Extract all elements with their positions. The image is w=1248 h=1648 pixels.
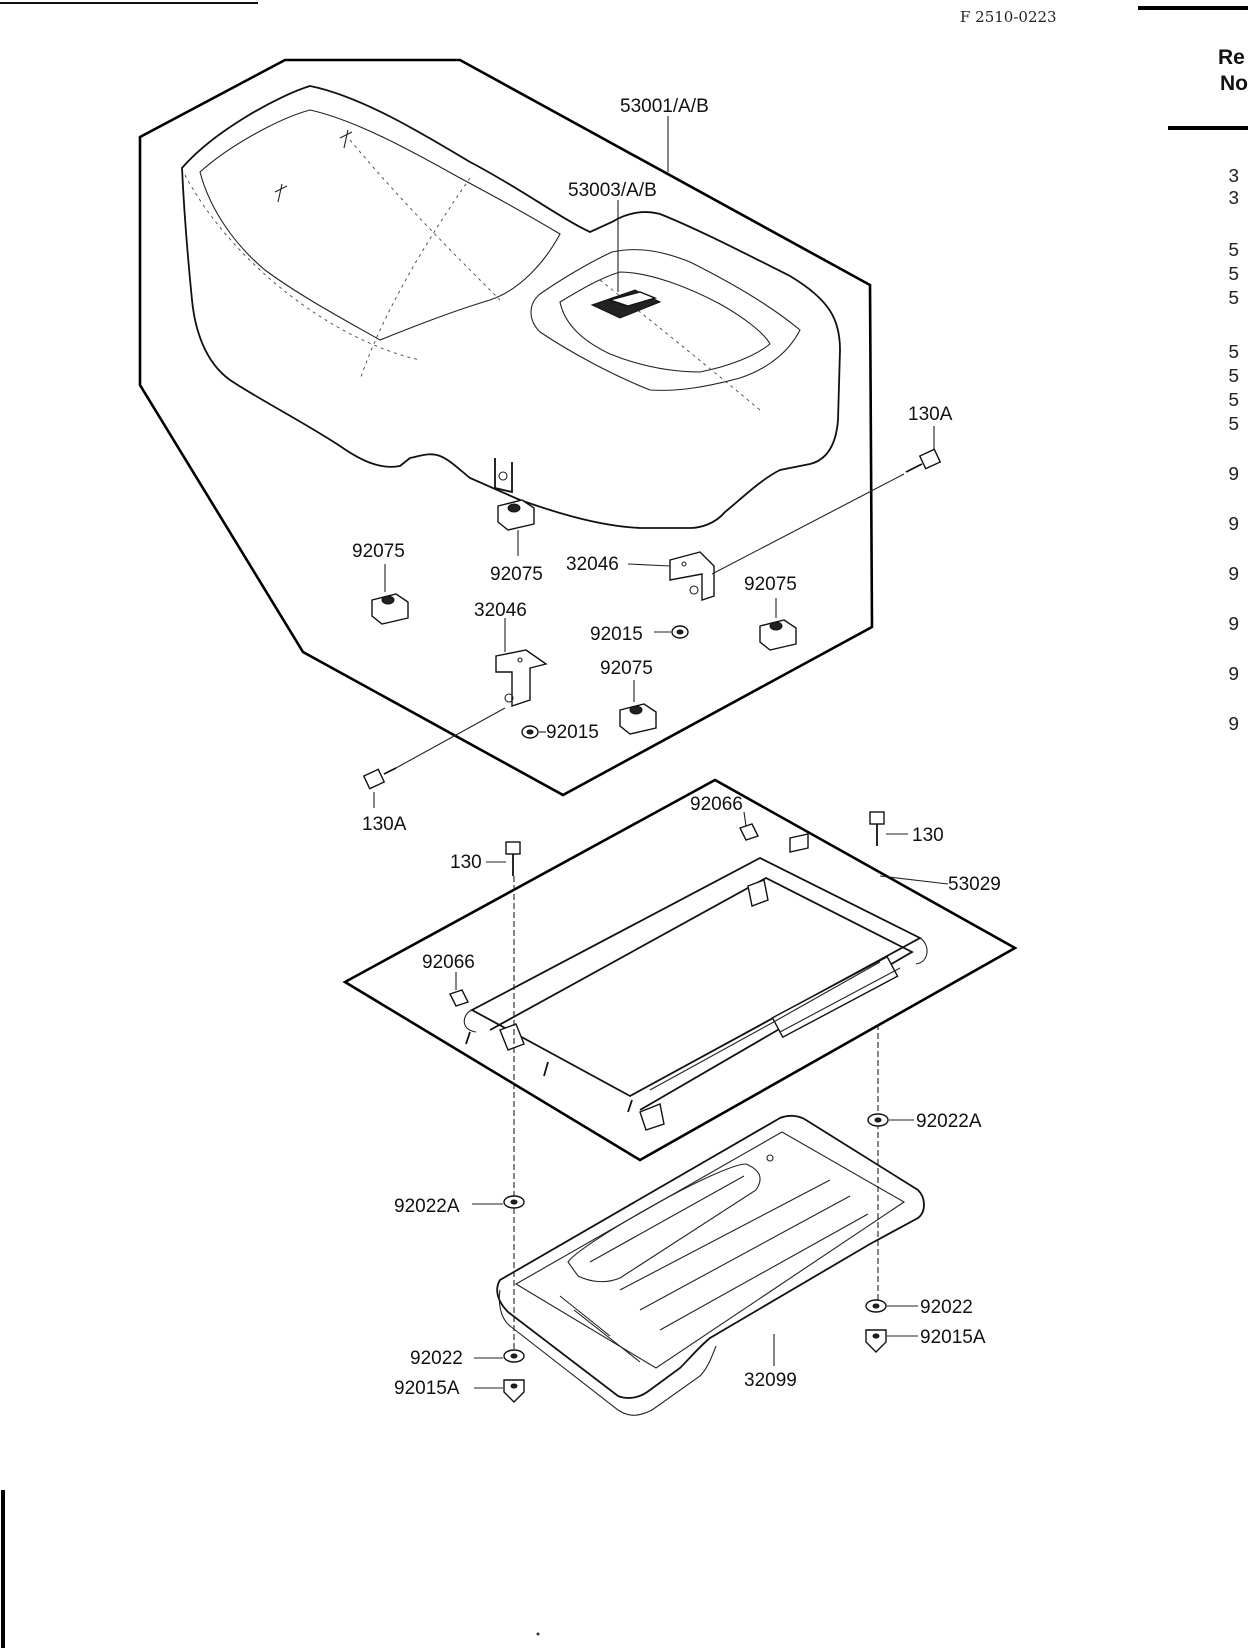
- ref-item: 9: [1228, 614, 1239, 636]
- label-nut-right-a: 92015A: [920, 1327, 986, 1348]
- seat-illustration: [181, 85, 841, 529]
- washer-left-a: [503, 1195, 525, 1209]
- label-frame: 53029: [948, 874, 1001, 895]
- ref-item: 3: [1228, 166, 1239, 188]
- label-bracket-left: 32046: [474, 600, 527, 621]
- stopper-center: [497, 499, 535, 531]
- label-washer-left-a: 92022A: [394, 1196, 460, 1217]
- bracket-left: [495, 649, 548, 707]
- label-seat: 53001/A/B: [620, 96, 709, 117]
- nut-right-a: [865, 1329, 887, 1353]
- nut-left-a: [503, 1379, 525, 1403]
- bolt-frame-left: [505, 841, 521, 876]
- ref-item: 9: [1228, 464, 1239, 486]
- label-bolt-frame-left: 130: [450, 852, 482, 873]
- frame-group-boundary: [342, 778, 1018, 1162]
- seat-group-boundary: [138, 58, 874, 797]
- bracket-right: [669, 551, 715, 601]
- stopper-left: [371, 593, 409, 625]
- label-bolt-left-bottom: 130A: [362, 814, 407, 835]
- bolt-seat-right: [905, 448, 942, 473]
- tray: [496, 1114, 925, 1416]
- label-nut-left: 92015: [546, 722, 599, 743]
- label-washer-right: 92022: [920, 1297, 973, 1318]
- bolt-seat-left: [362, 767, 397, 790]
- label-stopper-left: 92075: [352, 541, 405, 562]
- ref-item: 9: [1228, 714, 1239, 736]
- page-dot: [536, 1632, 540, 1636]
- label-washer-right-a: 92022A: [916, 1111, 982, 1132]
- washer-left: [503, 1349, 525, 1363]
- ref-heading-1: Re: [1218, 46, 1245, 69]
- rack-frame: [463, 833, 928, 1131]
- label-stopper-center: 92075: [490, 564, 543, 585]
- nut-left: [521, 725, 539, 739]
- ref-item: 5: [1228, 264, 1239, 286]
- grommet-left: [449, 989, 469, 1007]
- ref-item: 5: [1228, 366, 1239, 388]
- ref-item: 3: [1228, 188, 1239, 210]
- ref-item: 9: [1228, 664, 1239, 686]
- stopper-right: [759, 619, 797, 651]
- ref-item: 5: [1228, 240, 1239, 262]
- ref-item: 5: [1228, 342, 1239, 364]
- washer-right: [865, 1299, 887, 1313]
- stopper-lower: [619, 703, 657, 735]
- label-bolt-frame-right: 130: [912, 825, 944, 846]
- label-tray: 32099: [744, 1370, 797, 1391]
- ref-item: 5: [1228, 414, 1239, 436]
- label-stopper-right: 92075: [744, 574, 797, 595]
- nut-right: [671, 625, 689, 639]
- grommet-top: [739, 823, 759, 841]
- washer-right-a: [867, 1113, 889, 1127]
- ref-item: 9: [1228, 514, 1239, 536]
- label-bracket-right: 32046: [566, 554, 619, 575]
- label-stopper-lower: 92075: [600, 658, 653, 679]
- drawing-code: F 2510-0223: [960, 8, 1057, 26]
- ref-column: Re No 3 3 5 5 5 5 5 5 5 9 9 9 9 9 9: [1138, 6, 1248, 736]
- label-bolt-right-top: 130A: [908, 404, 953, 425]
- label-grommet-left: 92066: [422, 952, 475, 973]
- label-seat-badge: 53003/A/B: [568, 180, 657, 201]
- bolt-frame-right: [869, 811, 885, 846]
- ref-item: 5: [1228, 288, 1239, 310]
- label-washer-left: 92022: [410, 1348, 463, 1369]
- label-grommet-top: 92066: [690, 794, 743, 815]
- ref-heading-2: No: [1220, 72, 1248, 95]
- label-nut-left-a: 92015A: [394, 1378, 460, 1399]
- ref-item: 5: [1228, 390, 1239, 412]
- ref-item: 9: [1228, 564, 1239, 586]
- label-nut-right: 92015: [590, 624, 643, 645]
